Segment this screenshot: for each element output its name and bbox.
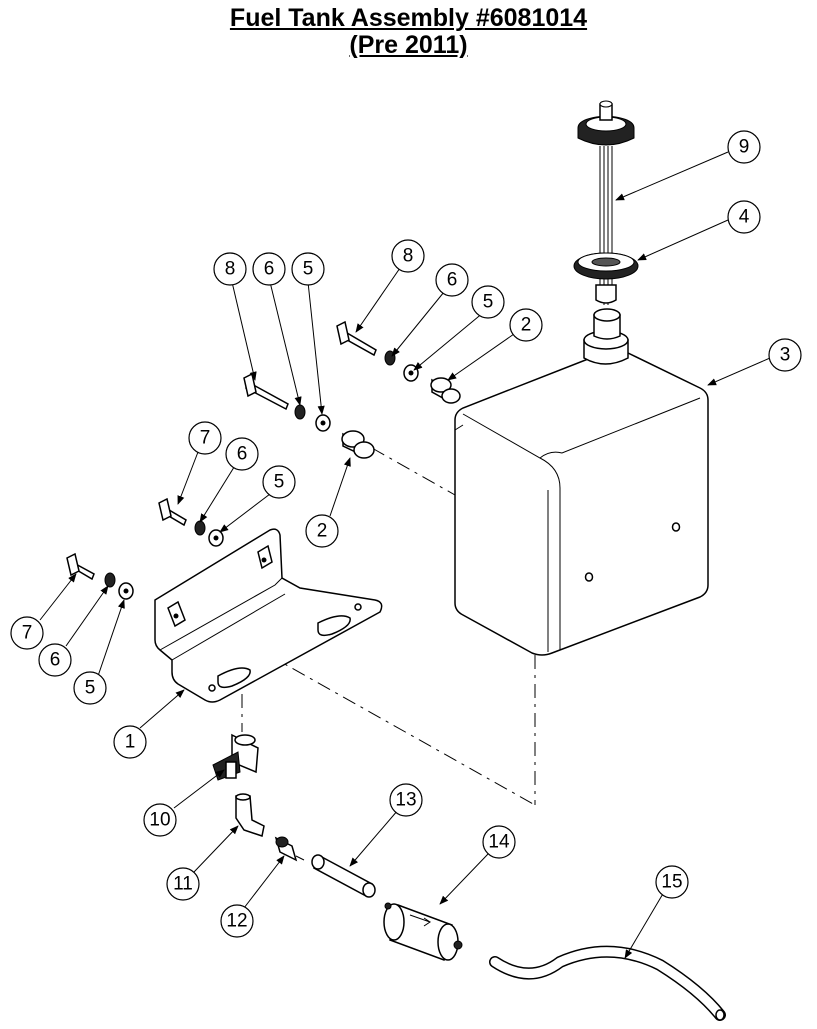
callout-4: 4	[727, 200, 761, 234]
callout-6a: 6	[38, 643, 72, 677]
callout-10-label: 10	[149, 810, 170, 831]
callout-5b-label: 5	[274, 472, 285, 493]
bolts	[66, 320, 377, 581]
callout-2b-label: 2	[521, 315, 532, 336]
fuel-tank	[454, 308, 709, 656]
callout-12: 12	[220, 904, 254, 938]
callout-4-label: 4	[739, 207, 750, 228]
callout-2b: 2	[509, 308, 543, 342]
callout-11-label: 11	[173, 874, 193, 895]
callout-3-label: 3	[780, 345, 791, 366]
callout-8a: 8	[213, 252, 247, 286]
callout-5a: 5	[73, 671, 107, 705]
callout-7a-label: 7	[22, 623, 33, 644]
callout-5c: 5	[291, 252, 325, 286]
callout-6c: 6	[252, 252, 286, 286]
callout-7a: 7	[10, 616, 44, 650]
fuel-line	[489, 945, 726, 1021]
callout-14: 14	[482, 825, 516, 859]
callout-13-label: 13	[395, 790, 416, 811]
callout-7b: 7	[188, 421, 222, 455]
callout-10: 10	[143, 803, 177, 837]
elbow-fitting	[235, 793, 305, 862]
washers	[104, 350, 419, 600]
assembly-centerlines	[241, 447, 536, 806]
callout-1-label: 1	[125, 732, 136, 753]
fuel-hose	[311, 854, 376, 898]
callout-15-label: 15	[661, 872, 682, 893]
shutoff-valve	[212, 733, 259, 781]
callout-13: 13	[389, 783, 423, 817]
callout-1: 1	[113, 725, 147, 759]
callout-8a-label: 8	[225, 259, 236, 280]
callout-15: 15	[655, 865, 689, 899]
mounting-bracket	[154, 528, 383, 703]
callout-5b: 5	[262, 465, 296, 499]
page-subtitle: (Pre 2011)	[349, 31, 468, 59]
callout-6b-label: 6	[237, 444, 248, 465]
callout-9: 9	[727, 130, 761, 164]
callout-5d: 5	[471, 285, 505, 319]
page-title: Fuel Tank Assembly #6081014	[229, 4, 588, 32]
callout-5a-label: 5	[85, 678, 96, 699]
callout-3: 3	[768, 338, 802, 372]
spacers	[341, 377, 461, 459]
callout-5d-label: 5	[483, 292, 494, 313]
callout-12-label: 12	[226, 911, 247, 932]
callout-8b: 8	[391, 239, 425, 273]
callout-6a-label: 6	[50, 650, 61, 671]
callout-6b: 6	[225, 437, 259, 471]
callout-2a-label: 2	[317, 521, 328, 542]
grommet	[573, 252, 639, 280]
callout-7b-label: 7	[200, 428, 211, 449]
callout-11: 11	[166, 867, 200, 901]
fuel-filter	[383, 902, 463, 962]
callout-6d-label: 6	[447, 270, 458, 291]
callout-14-label: 14	[488, 832, 510, 853]
callout-2a: 2	[305, 514, 339, 548]
leader-lines	[39, 151, 771, 959]
callout-8b-label: 8	[403, 246, 414, 267]
callout-6c-label: 6	[264, 259, 275, 280]
callout-9-label: 9	[739, 137, 750, 158]
callout-5c-label: 5	[303, 259, 314, 280]
callout-6d: 6	[435, 263, 469, 297]
